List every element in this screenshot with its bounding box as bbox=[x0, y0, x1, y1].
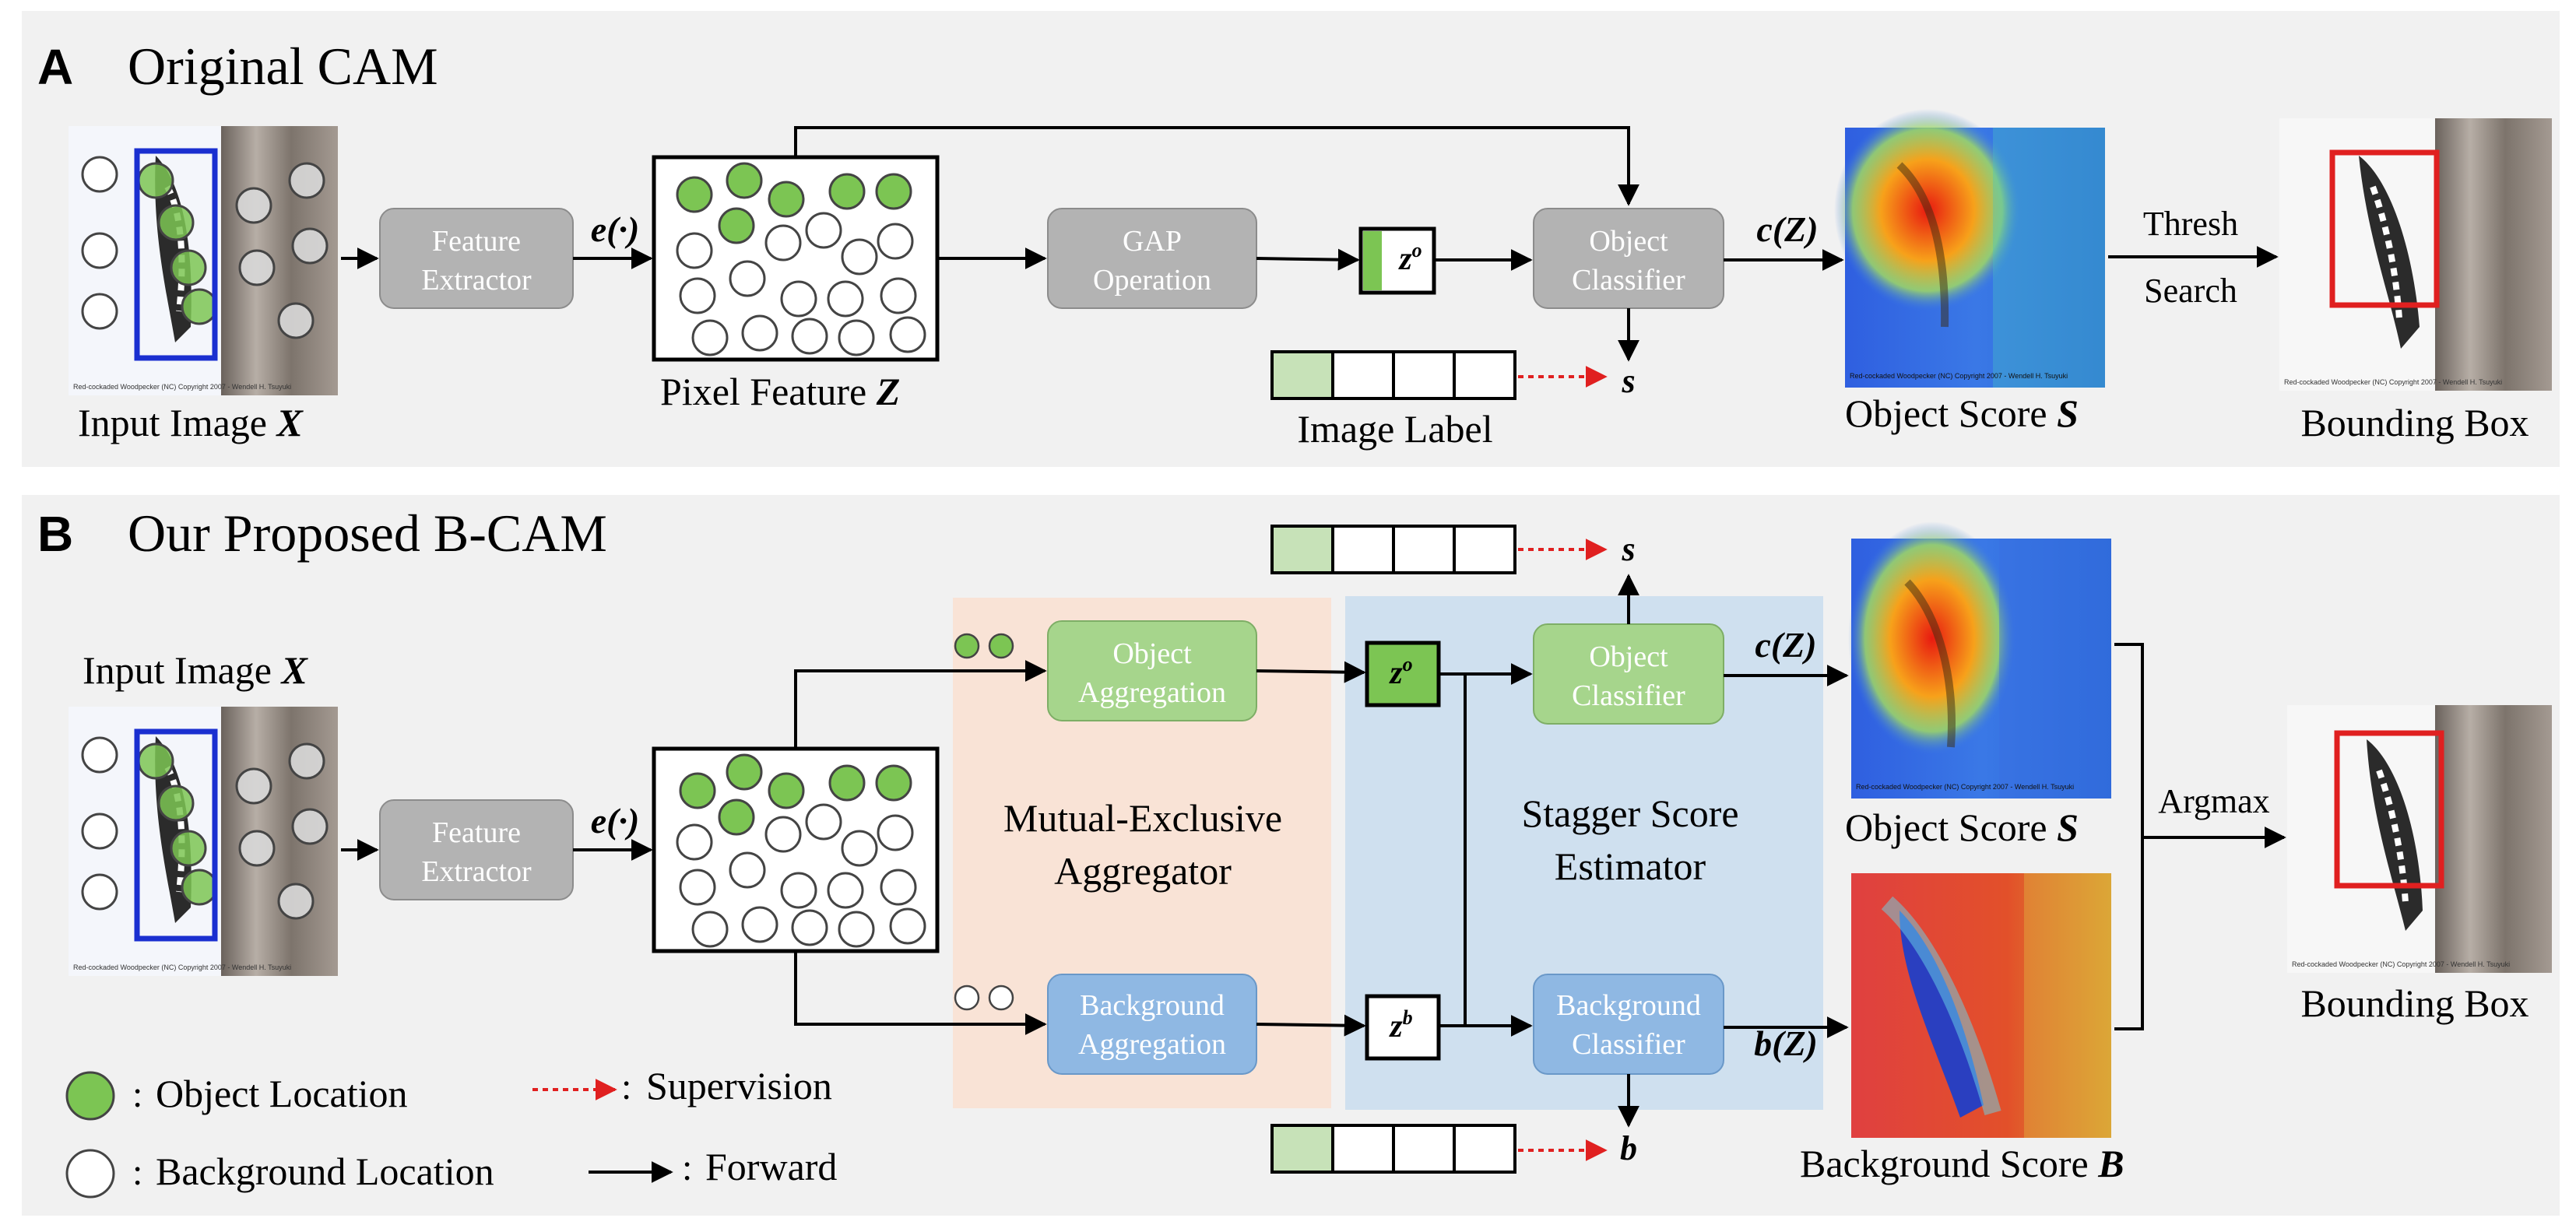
mea-label-line1: Mutual-Exclusive bbox=[1003, 796, 1282, 840]
panel-b-bbox-label: Bounding Box bbox=[2300, 981, 2529, 1025]
panel-b-score-watermark: Red-cockaded Woodpecker (NC) Copyright 2… bbox=[1856, 783, 2074, 791]
panel-a-gap-line1: GAP bbox=[1123, 225, 1182, 258]
panel-a-title: Original CAM bbox=[128, 37, 438, 96]
svg-text:zb: zb bbox=[1388, 1006, 1412, 1044]
legend-object-colon: : bbox=[132, 1074, 142, 1115]
panel-a-input-image: Red-cockaded Woodpecker (NC) Copyright 2… bbox=[69, 126, 338, 395]
arrow-a-pixel-feature-to-classifier bbox=[794, 126, 1639, 206]
mini-object-circle-1 bbox=[954, 633, 980, 659]
panel-a-pixel-feature-grid bbox=[652, 155, 940, 362]
panel-a-object-score-heatmap: Red-cockaded Woodpecker (NC) Copyright 2… bbox=[1834, 109, 2105, 388]
panel-b-letter: B bbox=[37, 506, 73, 562]
background-aggregation-line1: Background bbox=[1080, 989, 1225, 1022]
mea-label-line2: Aggregator bbox=[1054, 849, 1232, 893]
legend-supervision-colon: : bbox=[621, 1066, 631, 1107]
panel-a-feature-extractor-line2: Extractor bbox=[421, 264, 532, 297]
panel-b-e-func: e(·) bbox=[591, 801, 640, 841]
panel-b-pixel-feature-grid bbox=[652, 746, 940, 953]
svg-text:zo: zo bbox=[1388, 653, 1412, 691]
sse-label-line2: Estimator bbox=[1555, 844, 1706, 888]
panel-b-s-symbol: s bbox=[1621, 530, 1635, 568]
svg-text:zo: zo bbox=[1397, 239, 1422, 277]
panel-a-e-func: e(·) bbox=[591, 209, 640, 249]
legend-background-colon: : bbox=[132, 1152, 142, 1193]
panel-b-c-func: c(Z) bbox=[1755, 625, 1816, 665]
mini-background-circle-1 bbox=[954, 985, 980, 1011]
legend-supervision-text: Supervision bbox=[646, 1064, 832, 1107]
panel-b-feature-extractor-line2: Extractor bbox=[421, 855, 532, 888]
panel-a-bbox-rect bbox=[2329, 149, 2440, 308]
panel-a-bbox-watermark: Red-cockaded Woodpecker (NC) Copyright 2… bbox=[2284, 378, 2502, 386]
input-object-box bbox=[134, 148, 218, 361]
panel-a-bbox-image: Red-cockaded Woodpecker (NC) Copyright 2… bbox=[2279, 118, 2552, 391]
panel-b-background-classifier-line1: Background bbox=[1556, 989, 1701, 1022]
panel-b-feature-extractor-line1: Feature bbox=[432, 816, 521, 849]
panel-b-input-watermark: Red-cockaded Woodpecker (NC) Copyright 2… bbox=[73, 964, 291, 971]
panel-b-bbox-image: Red-cockaded Woodpecker (NC) Copyright 2… bbox=[2287, 705, 2552, 973]
panel-a-object-classifier-line1: Object bbox=[1589, 225, 1668, 258]
panel-a-z-object-vector: zo bbox=[1358, 226, 1436, 295]
panel-b-bottom-label-vector bbox=[1270, 1124, 1516, 1174]
panel-b-background-classifier-line2: Classifier bbox=[1572, 1028, 1685, 1061]
legend: : Object Location : Background Location … bbox=[65, 1064, 837, 1199]
arrow-b-to-background-aggregation bbox=[794, 951, 1047, 1035]
panel-b-z-object-vector: zo bbox=[1365, 641, 1441, 707]
panel-a-letter: A bbox=[37, 39, 73, 95]
arrow-a-gap-to-z bbox=[1256, 248, 1360, 271]
panel-b-bbox-watermark: Red-cockaded Woodpecker (NC) Copyright 2… bbox=[2292, 960, 2510, 968]
panel-a-input-watermark: Red-cockaded Woodpecker (NC) Copyright 2… bbox=[73, 383, 291, 391]
panel-b-input-image: Red-cockaded Woodpecker (NC) Copyright 2… bbox=[69, 707, 338, 976]
panel-b-object-score-heatmap: Red-cockaded Woodpecker (NC) Copyright 2… bbox=[1848, 521, 2111, 799]
panel-a-score-watermark: Red-cockaded Woodpecker (NC) Copyright 2… bbox=[1850, 372, 2068, 380]
panel-a-thresh-text: Thresh bbox=[2143, 205, 2238, 243]
panel-a-pixel-feature-label: Pixel Feature Z bbox=[660, 370, 900, 413]
legend-object-circle bbox=[65, 1071, 115, 1121]
background-aggregation-line2: Aggregation bbox=[1078, 1028, 1226, 1061]
object-aggregation-line2: Aggregation bbox=[1078, 676, 1226, 709]
legend-background-circle bbox=[65, 1149, 115, 1199]
panel-b-title: Our Proposed B-CAM bbox=[128, 504, 607, 563]
panel-b-z-background-vector: zb bbox=[1365, 994, 1441, 1061]
arrow-b-bgagg-to-zb bbox=[1256, 1014, 1366, 1037]
legend-forward-text: Forward bbox=[705, 1145, 837, 1188]
panel-a-gap-line2: Operation bbox=[1093, 264, 1211, 297]
arrow-b-to-object-aggregation bbox=[794, 660, 1047, 749]
panel-b-background-score-heatmap bbox=[1851, 873, 2111, 1138]
panel-b-bbox-rect bbox=[2334, 730, 2444, 889]
panel-b-b-symbol: b bbox=[1620, 1129, 1637, 1167]
panel-a-search-text: Search bbox=[2144, 272, 2237, 310]
legend-forward-colon: : bbox=[682, 1147, 692, 1188]
panel-a-object-classifier-line2: Classifier bbox=[1572, 264, 1685, 297]
panel-a-feature-extractor-line1: Feature bbox=[432, 225, 521, 258]
panel-b-argmax-text: Argmax bbox=[2158, 782, 2269, 820]
panel-b-object-classifier-line2: Classifier bbox=[1572, 679, 1685, 712]
panel-b-input-label: Input Image X bbox=[83, 648, 308, 692]
legend-background-text: Background Location bbox=[156, 1150, 494, 1193]
panel-a-image-label-vector bbox=[1270, 350, 1516, 400]
panel-a-object-score-label: Object Score S bbox=[1845, 391, 2079, 435]
sse-label-line1: Stagger Score bbox=[1521, 792, 1738, 835]
panel-b-object-score-label: Object Score S bbox=[1845, 806, 2079, 849]
panel-b-background-score-label: Background Score B bbox=[1800, 1142, 2124, 1185]
panel-a-image-label-text: Image Label bbox=[1297, 407, 1492, 451]
panel-b-input-object-box bbox=[134, 728, 218, 942]
panel-a-s-symbol: s bbox=[1621, 362, 1635, 400]
mini-object-circle-2 bbox=[988, 633, 1014, 659]
panel-b-top-label-vector bbox=[1270, 525, 1516, 574]
panel-b-object-classifier-line1: Object bbox=[1589, 641, 1668, 673]
mini-background-circle-2 bbox=[988, 985, 1014, 1011]
panel-a-c-func: c(Z) bbox=[1756, 209, 1818, 249]
panel-a-bbox-label: Bounding Box bbox=[2300, 401, 2529, 444]
panel-b-b-func: b(Z) bbox=[1754, 1023, 1818, 1063]
arrow-b-objagg-to-zo bbox=[1256, 661, 1366, 683]
panel-a-input-label: Input Image X bbox=[78, 401, 304, 444]
object-aggregation-line1: Object bbox=[1112, 637, 1192, 670]
legend-object-text: Object Location bbox=[156, 1072, 408, 1115]
